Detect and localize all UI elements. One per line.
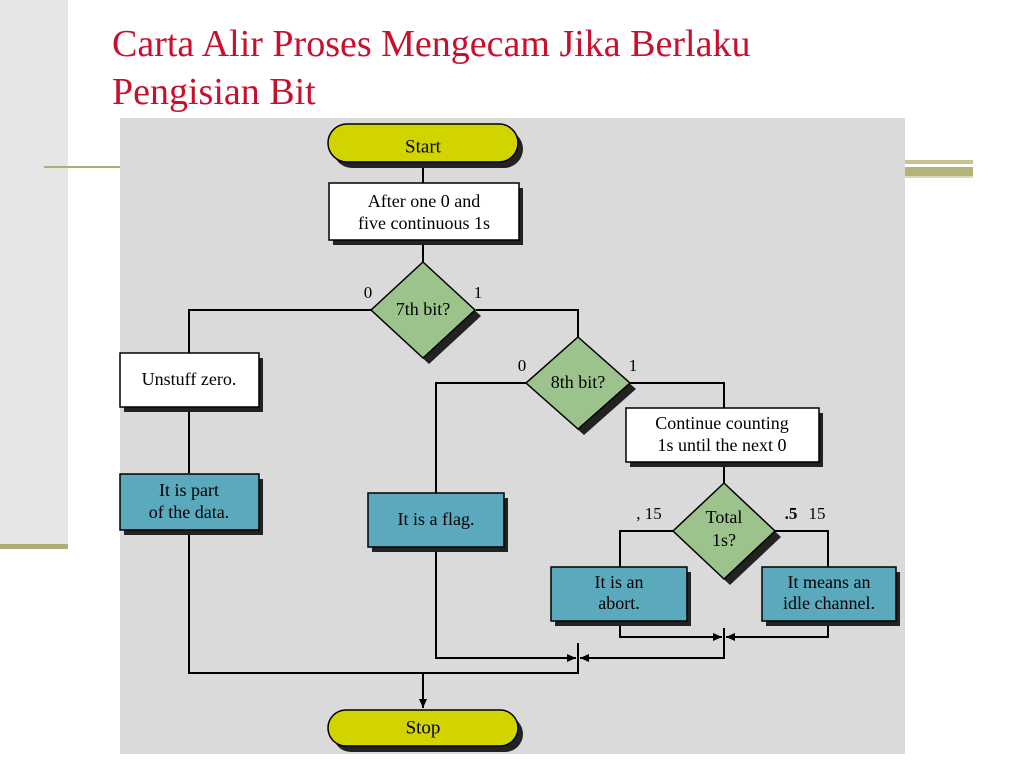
seventh-bit-zero-label: 0: [364, 283, 373, 302]
eighth-bit-one-label: 1: [629, 356, 638, 375]
abort-line1: It is an: [595, 572, 644, 592]
title-divider-right-thin: [905, 176, 973, 178]
seventh-bit-one-label: 1: [474, 283, 483, 302]
slide-title-line1: Carta Alir Proses Mengecam Jika Berlaku: [112, 23, 751, 65]
total-ones-right-value: 15: [809, 504, 826, 523]
unstuff-zero-label: Unstuff zero.: [142, 369, 237, 389]
slide-title-line2: Pengisian Bit: [112, 71, 316, 113]
stop-terminal: Stop: [327, 709, 523, 752]
title-divider-right-thick: [905, 167, 973, 177]
unstuff-zero-process-box: Unstuff zero.: [119, 352, 263, 412]
side-divider-line: [0, 544, 68, 549]
part-of-data-line1: It is part: [159, 480, 219, 500]
total-ones-decision: Total 1s? , 15 .5 15: [636, 481, 826, 585]
total-ones-line2: 1s?: [712, 530, 736, 550]
idle-channel-line2: idle channel.: [783, 593, 875, 613]
after-zero-line2: five continuous 1s: [358, 213, 490, 233]
merge-arrows: [419, 628, 748, 708]
abort-line2: abort.: [598, 593, 639, 613]
eighth-bit-label: 8th bit?: [551, 372, 606, 392]
flag-result-box: It is a flag.: [367, 492, 508, 552]
seventh-bit-decision: 7th bit? 0 1: [364, 260, 483, 364]
slide-side-panel: [0, 0, 68, 548]
start-terminal: Start: [327, 123, 523, 168]
seventh-bit-label: 7th bit?: [396, 299, 451, 319]
stop-label: Stop: [406, 717, 441, 738]
continue-counting-process-box: Continue counting 1s until the next 0: [625, 407, 823, 467]
eighth-bit-decision: 8th bit? 0 1: [518, 335, 638, 435]
part-of-data-line2: of the data.: [149, 502, 229, 522]
flag-label: It is a flag.: [398, 509, 475, 529]
part-of-data-result-box: It is part of the data.: [119, 473, 263, 535]
total-ones-line1: Total: [706, 507, 743, 527]
title-divider-right: [905, 160, 973, 164]
total-ones-left-label: , 15: [636, 504, 662, 523]
after-zero-line1: After one 0 and: [368, 191, 480, 211]
total-ones-right-prefix: .5: [785, 504, 798, 523]
title-divider-left: [44, 166, 120, 168]
eighth-bit-zero-label: 0: [518, 356, 527, 375]
continue-counting-line1: Continue counting: [655, 413, 789, 433]
slide-title: Carta Alir Proses Mengecam Jika Berlaku …: [112, 20, 912, 116]
continue-counting-line2: 1s until the next 0: [658, 435, 787, 455]
idle-channel-line1: It means an: [788, 572, 871, 592]
abort-result-box: It is an abort.: [550, 566, 691, 626]
start-label: Start: [405, 136, 442, 157]
idle-channel-result-box: It means an idle channel.: [761, 566, 900, 626]
after-zero-process-box: After one 0 and five continuous 1s: [328, 182, 523, 245]
